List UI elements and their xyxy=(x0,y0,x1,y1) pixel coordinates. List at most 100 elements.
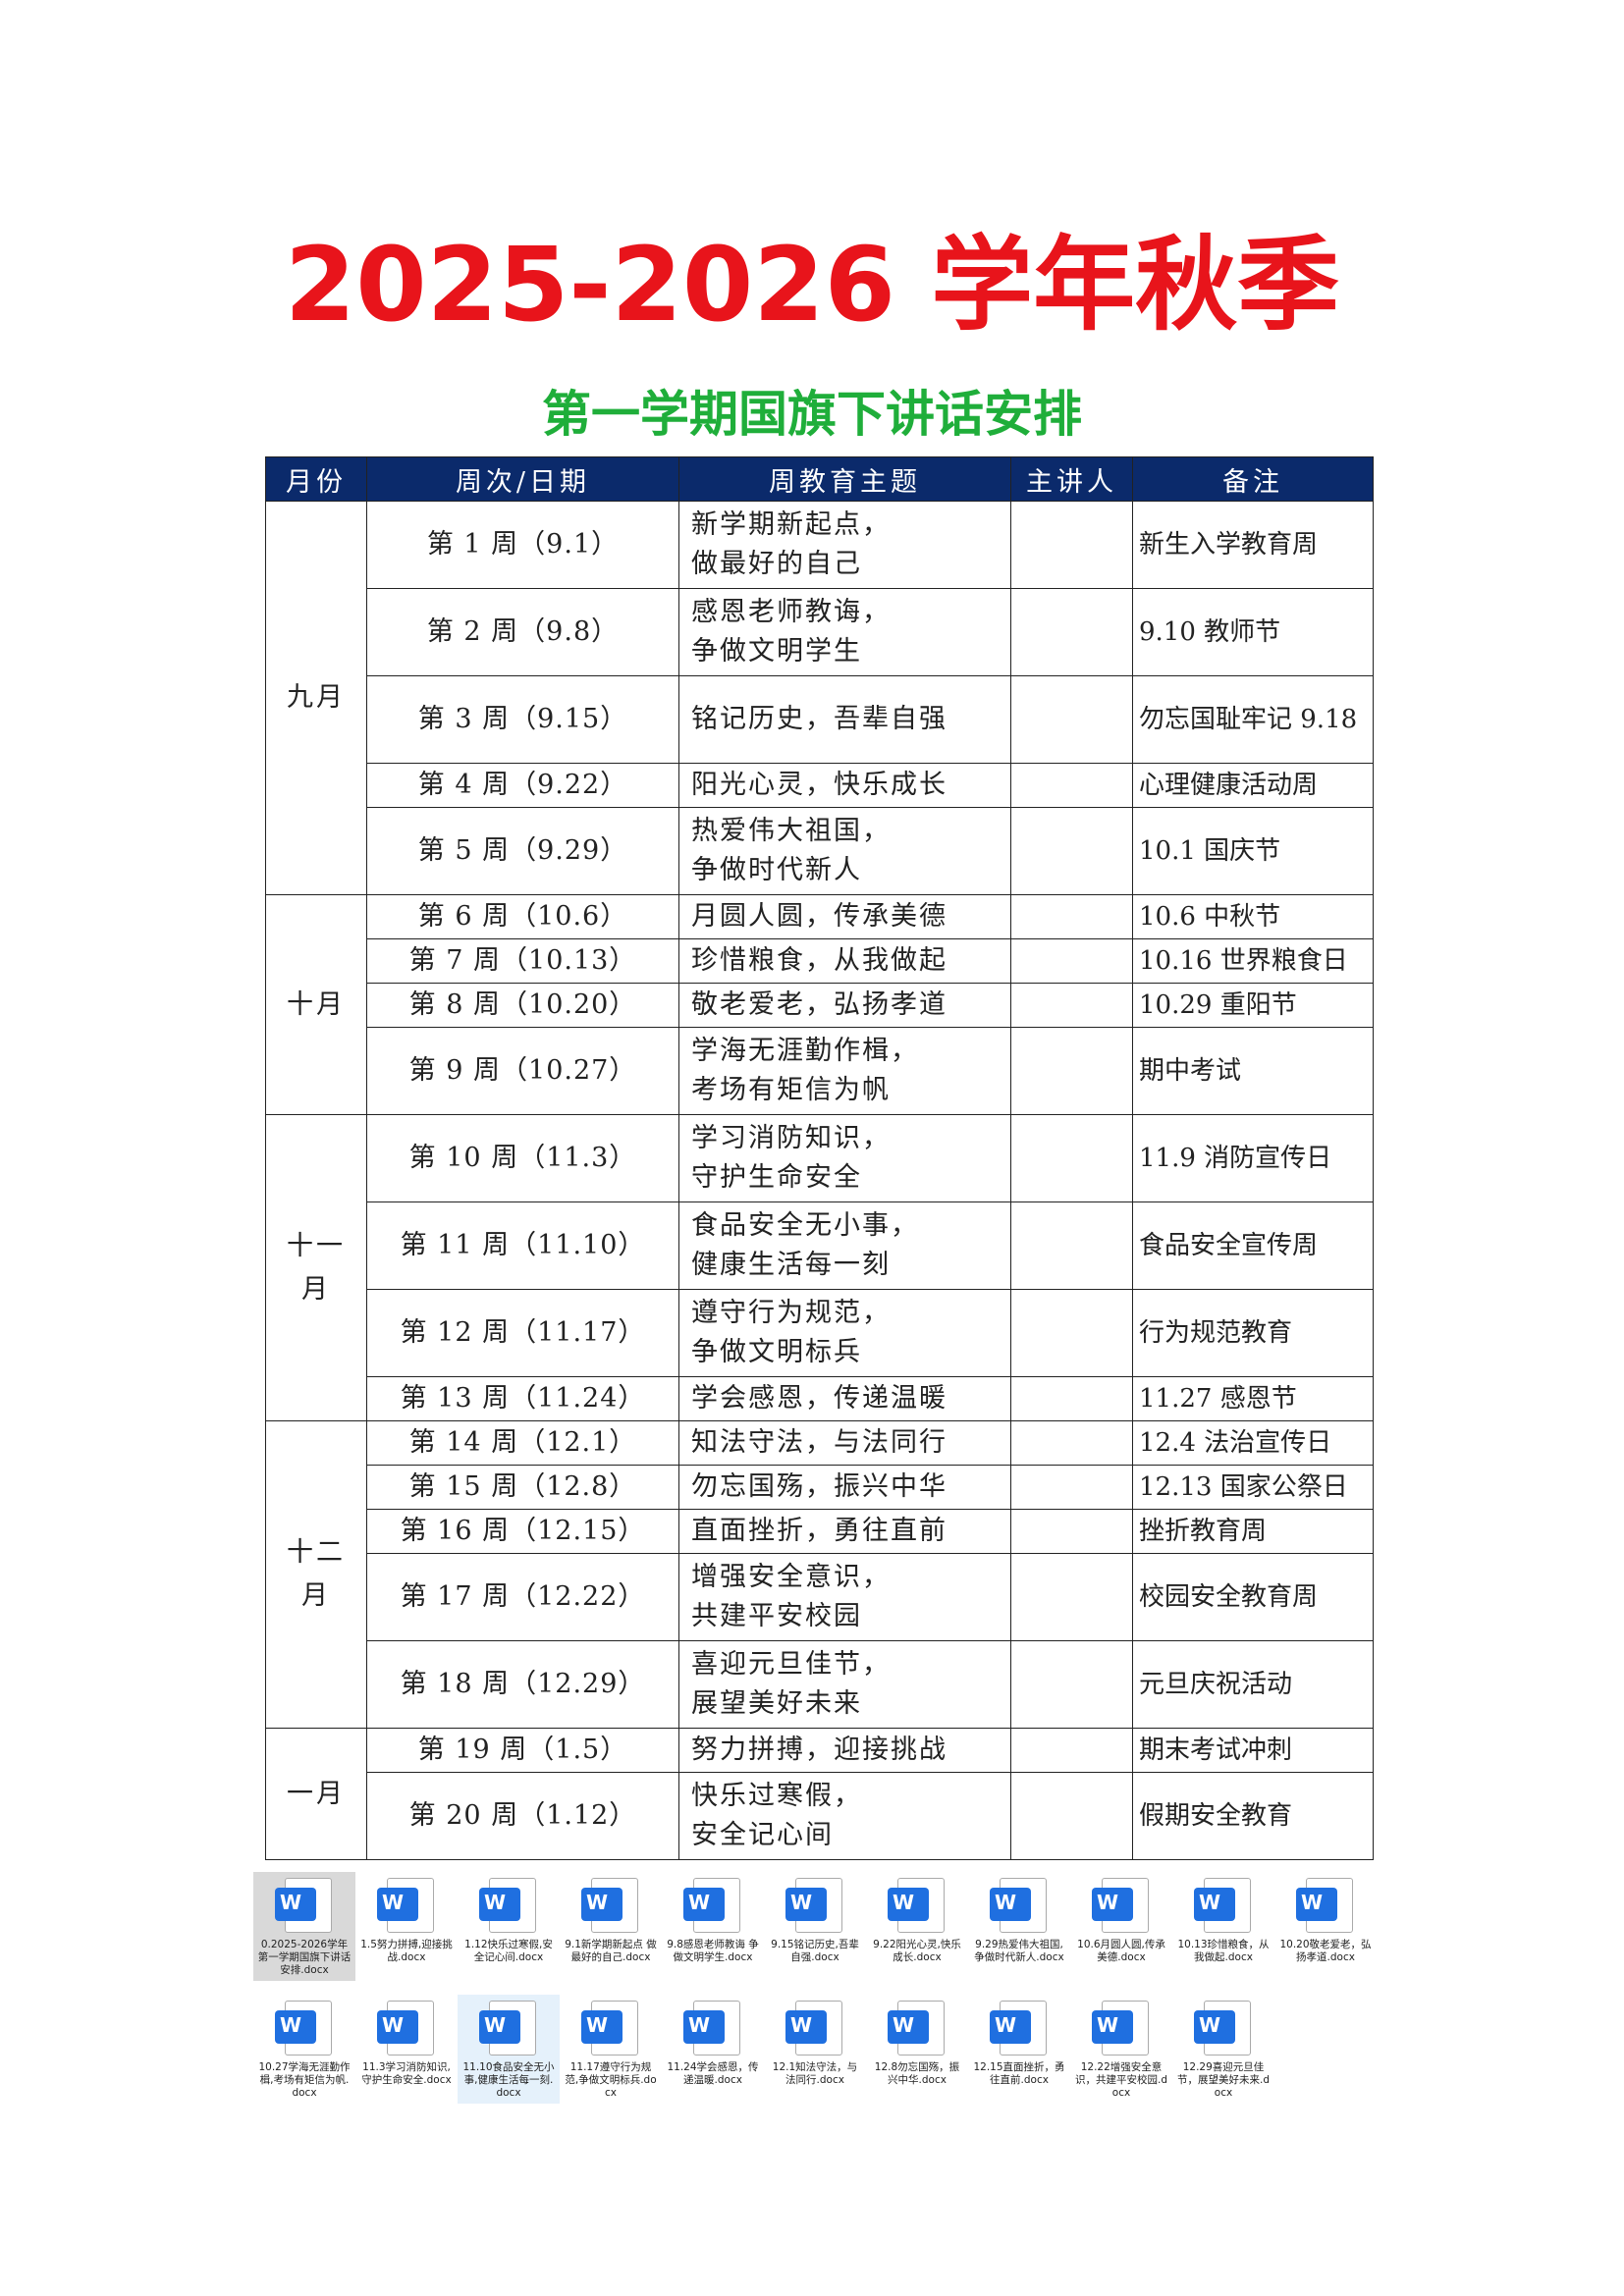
word-doc-icon: W xyxy=(683,1878,742,1933)
word-doc-icon: W xyxy=(1092,1878,1151,1933)
speaker-cell xyxy=(1010,807,1133,895)
note-cell: 11.27 感恩节 xyxy=(1132,1376,1374,1421)
word-letter: W xyxy=(581,1888,623,1921)
theme-line: 考场有矩信为帆 xyxy=(691,1075,891,1105)
file-name: 1.5努力拼搏,迎接挑战.docx xyxy=(360,1939,453,1963)
week-cell: 第 7 周（10.13） xyxy=(366,938,679,984)
column-header: 主讲人 xyxy=(1010,456,1133,502)
note-cell: 挫折教育周 xyxy=(1132,1509,1374,1554)
theme-line: 阳光心灵，快乐成长 xyxy=(691,770,947,800)
speaker-cell xyxy=(1010,938,1133,984)
theme-line: 学习消防知识， xyxy=(691,1123,891,1153)
theme-cell: 珍惜粮食，从我做起 xyxy=(678,938,1011,984)
page-subtitle: 第一学期国旗下讲话安排 xyxy=(542,386,1082,443)
week-cell: 第 14 周（12.1） xyxy=(366,1420,679,1466)
file-name: 1.12快乐过寒假,安全记心间.docx xyxy=(464,1939,553,1963)
word-letter: W xyxy=(683,2010,725,2044)
theme-cell: 敬老爱老，弘扬孝道 xyxy=(678,983,1011,1028)
word-doc-icon: W xyxy=(785,1878,844,1933)
file-name: 10.6月圆人圆,传承美德.docx xyxy=(1077,1939,1165,1963)
word-letter: W xyxy=(581,2010,623,2044)
file-item[interactable]: W 9.22阳光心灵,快乐成长.docx xyxy=(866,1872,968,1981)
theme-line: 守护生命安全 xyxy=(691,1162,862,1193)
word-doc-icon: W xyxy=(888,1878,947,1933)
month-label: 一月 xyxy=(287,1778,346,1809)
theme-cell: 阳光心灵，快乐成长 xyxy=(678,763,1011,808)
word-letter: W xyxy=(990,1888,1031,1921)
file-name: 11.17遵守行为规范,争做文明标兵.docx xyxy=(565,2061,657,2099)
file-name: 9.22阳光心灵,快乐成长.docx xyxy=(873,1939,961,1963)
speaker-cell xyxy=(1010,1728,1133,1773)
word-letter: W xyxy=(888,1888,929,1921)
word-letter: W xyxy=(1092,2010,1133,2044)
word-letter: W xyxy=(377,1888,418,1921)
file-name: 9.8感恩老师教诲 争做文明学生.docx xyxy=(667,1939,759,1963)
file-name: 12.29喜迎元旦佳节，展望美好未来.docx xyxy=(1176,2061,1270,2099)
file-item[interactable]: W 1.5努力拼搏,迎接挑战.docx xyxy=(355,1872,458,1981)
word-doc-icon: W xyxy=(1296,1878,1355,1933)
note-cell: 10.6 中秋节 xyxy=(1132,894,1374,939)
table-row: 第 7 周（10.13）珍惜粮食，从我做起 10.16 世界粮食日 xyxy=(266,938,1374,984)
word-letter: W xyxy=(1296,1888,1337,1921)
theme-line: 争做文明标兵 xyxy=(691,1337,862,1367)
note-cell: 假期安全教育 xyxy=(1132,1772,1374,1860)
theme-line: 月圆人圆，传承美德 xyxy=(691,901,947,932)
week-cell: 第 2 周（9.8） xyxy=(366,588,679,676)
week-cell: 第 16 周（12.15） xyxy=(366,1509,679,1554)
theme-line: 感恩老师教诲， xyxy=(691,597,891,627)
word-doc-icon: W xyxy=(1092,2001,1151,2056)
word-letter: W xyxy=(1092,1888,1133,1921)
word-doc-icon: W xyxy=(275,1878,334,1933)
week-cell: 第 9 周（10.27） xyxy=(366,1027,679,1115)
table-row: 第 18 周（12.29）喜迎元旦佳节，展望美好未来元旦庆祝活动 xyxy=(266,1640,1374,1729)
note-cell: 9.10 教师节 xyxy=(1132,588,1374,676)
note-cell: 10.16 世界粮食日 xyxy=(1132,938,1374,984)
theme-line: 安全记心间 xyxy=(691,1820,834,1850)
month-cell: 十二月 xyxy=(265,1420,367,1729)
week-cell: 第 20 周（1.12） xyxy=(366,1772,679,1860)
file-name: 12.8勿忘国殇，振兴中华.docx xyxy=(874,2061,960,2086)
column-header: 周教育主题 xyxy=(678,456,1011,502)
theme-line: 学会感恩，传递温暖 xyxy=(691,1383,947,1414)
file-name: 10.13珍惜粮食，从我做起.docx xyxy=(1177,1939,1270,1963)
file-item[interactable]: W 11.17遵守行为规范,争做文明标兵.docx xyxy=(560,1995,662,2104)
month-cell: 十月 xyxy=(265,894,367,1115)
speaker-cell xyxy=(1010,1640,1133,1729)
theme-cell: 学习消防知识， 守护生命安全 xyxy=(678,1114,1011,1202)
theme-line: 新学期新起点， xyxy=(691,509,891,540)
speaker-cell xyxy=(1010,1553,1133,1641)
note-cell: 11.9 消防宣传日 xyxy=(1132,1114,1374,1202)
word-doc-icon: W xyxy=(479,2001,538,2056)
week-cell: 第 12 周（11.17） xyxy=(366,1289,679,1377)
file-item[interactable]: W 10.6月圆人圆,传承美德.docx xyxy=(1070,1872,1172,1981)
page-title: 2025-2026 学年秋季 xyxy=(284,225,1340,345)
word-doc-icon: W xyxy=(785,2001,844,2056)
speaker-cell xyxy=(1010,1289,1133,1377)
table-row: 第 9 周（10.27）学海无涯勤作楫，考场有矩信为帆期中考试 xyxy=(266,1027,1374,1115)
word-doc-icon: W xyxy=(990,2001,1049,2056)
theme-line: 争做时代新人 xyxy=(691,855,862,885)
word-doc-icon: W xyxy=(275,2001,334,2056)
theme-line: 食品安全无小事， xyxy=(691,1210,919,1241)
file-item[interactable]: W 9.8感恩老师教诲 争做文明学生.docx xyxy=(662,1872,764,1981)
theme-cell: 知法守法，与法同行 xyxy=(678,1420,1011,1466)
